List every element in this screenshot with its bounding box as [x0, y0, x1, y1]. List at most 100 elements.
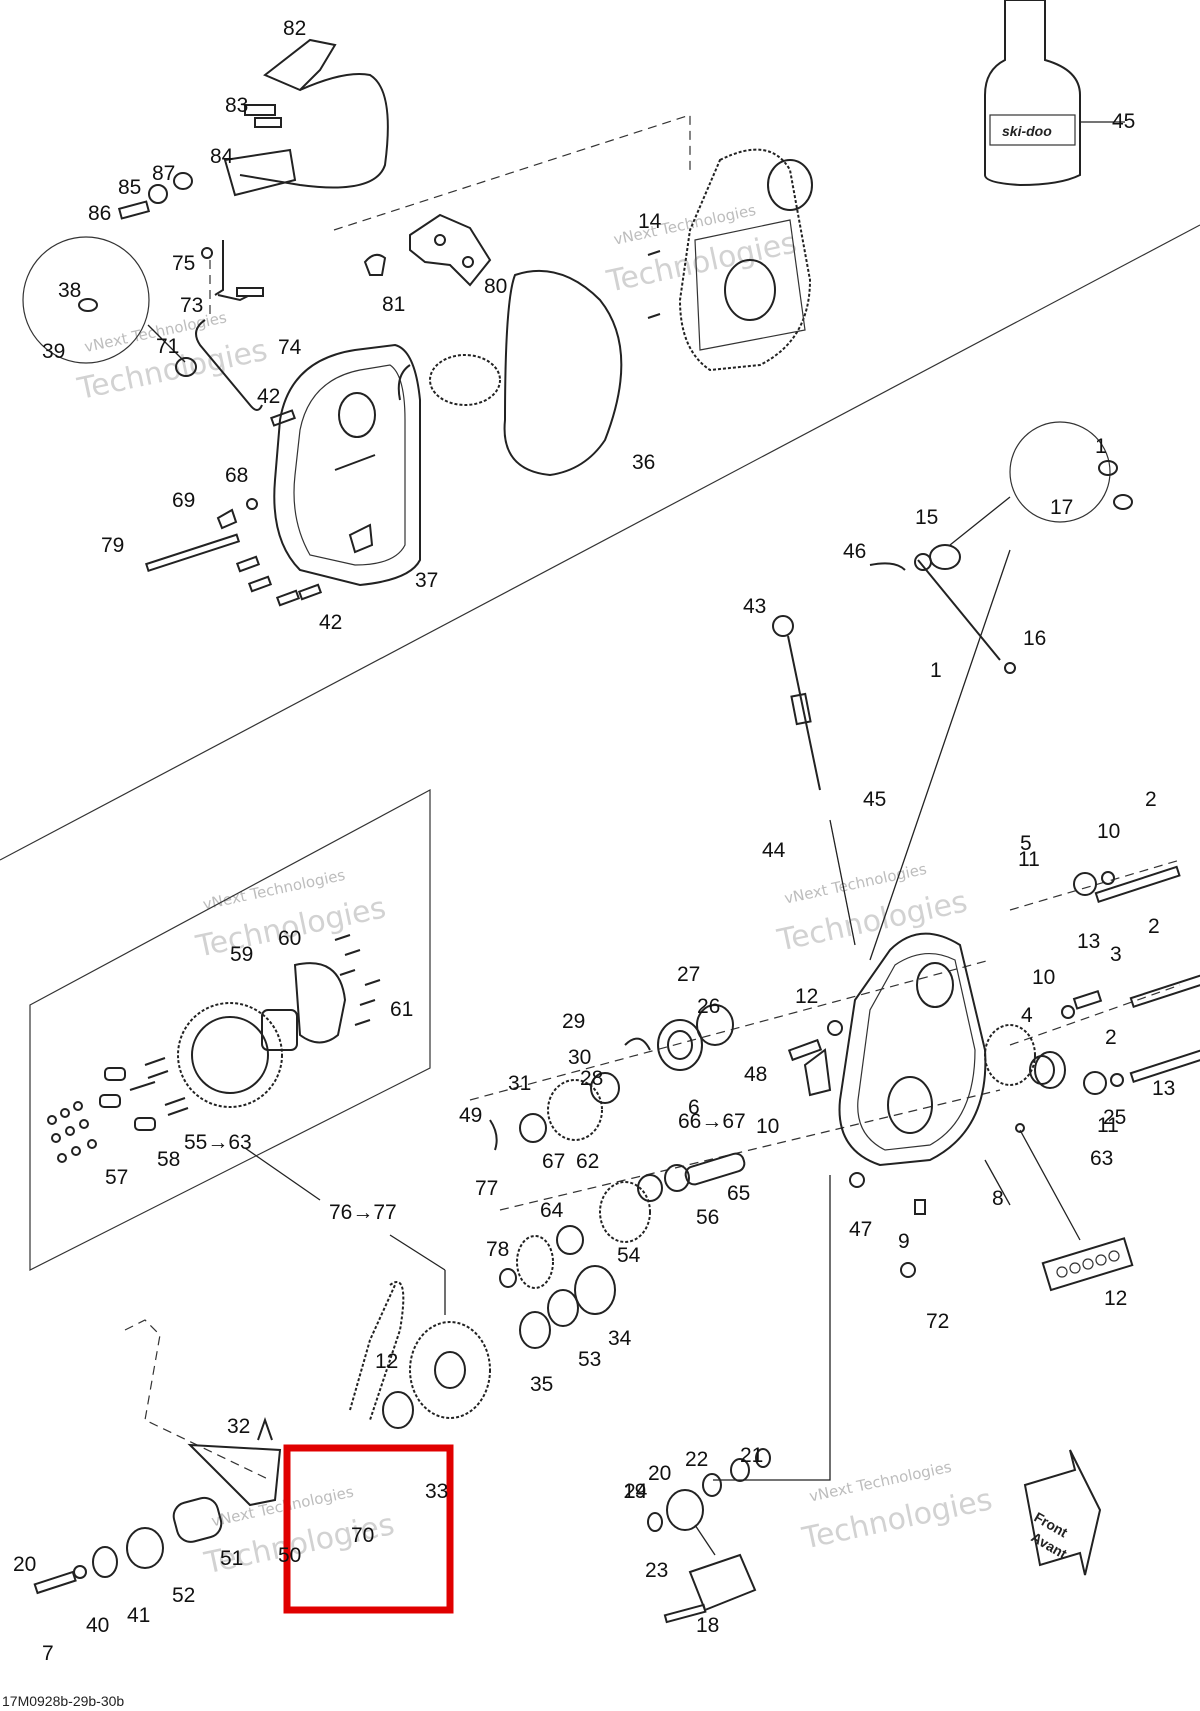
callout-number: 62: [576, 1150, 599, 1173]
callout-number: 42: [319, 611, 342, 634]
plug-part: [175, 357, 197, 377]
callout-leader: [389, 1234, 446, 1271]
callout-number: 34: [608, 1327, 632, 1350]
callout-number: 13: [1152, 1077, 1175, 1100]
callout-number: 79: [101, 534, 124, 557]
callout-number: 14: [638, 210, 662, 233]
callout-number: 46: [843, 540, 866, 563]
callout-number: 52: [172, 1584, 195, 1607]
callout-number: 72: [926, 1310, 949, 1333]
callout-number: 43: [743, 595, 766, 618]
callout-number: 17: [1050, 496, 1073, 519]
callout-number: 56: [696, 1206, 719, 1229]
callout-number: 33: [425, 1480, 448, 1503]
bolt-washer-set-part: [117, 172, 193, 220]
callout-number: 31: [508, 1072, 531, 1095]
callout-number: 78: [486, 1238, 509, 1261]
callout-number: 1: [1095, 435, 1107, 458]
callout-number: 63: [1090, 1147, 1113, 1170]
callout-number: 25: [1103, 1106, 1126, 1129]
callout-number: 67: [542, 1150, 565, 1173]
callout-number: 28: [580, 1067, 603, 1090]
callout-number: 50: [278, 1544, 301, 1567]
watermark-group: vNext Technologies Technologies vNext Te…: [74, 201, 996, 1582]
callout-number: 11: [1097, 1114, 1119, 1137]
callout-number: 70: [351, 1524, 374, 1547]
callout-number: 20: [648, 1462, 671, 1485]
assembly-guide-dashed: [469, 959, 991, 1101]
callout-number: 16: [1023, 627, 1046, 650]
callout-number: 47: [849, 1218, 872, 1241]
seal-rings-part: [1098, 460, 1133, 510]
callout-number: 71: [156, 335, 179, 358]
callout-number: 57: [105, 1166, 128, 1189]
callout-number: 81: [382, 293, 405, 316]
callout-number: 55→63: [184, 1131, 252, 1154]
callout-number: 75: [172, 252, 195, 275]
drawing-reference-code: 17M0928b-29b-30b: [2, 1693, 124, 1709]
callout-number: 11: [1018, 848, 1040, 871]
front-direction-arrow: Front Avant: [1023, 1449, 1102, 1576]
sprocket-kit-box: [29, 788, 431, 1271]
callout-number: 36: [632, 451, 655, 474]
callout-number: 3: [1110, 943, 1122, 966]
callout-number: 83: [225, 94, 248, 117]
callout-number: 48: [744, 1063, 767, 1086]
callout-number: 21: [740, 1444, 763, 1467]
assembly-guide-dashed: [1009, 984, 1181, 1046]
callout-number: 61: [390, 998, 413, 1021]
callout-number: 10: [1032, 966, 1055, 989]
callout-number: 60: [278, 927, 301, 950]
callout-number: 22: [685, 1448, 708, 1471]
callout-number: 27: [677, 963, 700, 986]
callout-number: 65: [727, 1182, 750, 1205]
assembly-guide-dashed: [333, 114, 691, 231]
callout-number: 69: [172, 489, 195, 512]
callout-number: 32: [227, 1415, 250, 1438]
callout-number: 39: [42, 340, 65, 363]
callout-number: 12: [375, 1350, 398, 1373]
callout-labels: 8283848587867573747138394269687937428180…: [13, 17, 1175, 1665]
brake-lever-part: [223, 38, 389, 197]
callout-number: 5: [1020, 832, 1032, 855]
callout-number: 64: [540, 1199, 564, 1222]
callout-number: 2: [1105, 1026, 1117, 1049]
callout-leader: [244, 1147, 321, 1201]
callout-number: 42: [257, 385, 280, 408]
callout-number: 9: [898, 1230, 910, 1253]
callout-number: 7: [42, 1642, 54, 1665]
callout-number: 87: [152, 162, 175, 185]
detail-circle: [22, 236, 150, 364]
section-divider-line: [0, 224, 1200, 861]
highlight-box: [283, 1444, 454, 1614]
callout-number: 84: [210, 145, 234, 168]
callout-number: 1: [930, 659, 942, 682]
callout-number: 82: [283, 17, 306, 40]
shift-shaft-part: [869, 544, 1016, 674]
callout-number: 23: [645, 1559, 668, 1582]
chaincase-housing-part: [678, 148, 813, 372]
callout-number: 45: [1112, 110, 1135, 133]
dowel-pin-part: [647, 313, 661, 319]
callout-number: 85: [118, 176, 141, 199]
callout-number: 49: [459, 1104, 482, 1127]
callout-number: 2: [1145, 788, 1157, 811]
callout-number: 13: [1077, 930, 1100, 953]
o-ring-part: [78, 298, 98, 312]
callout-number: 12: [1104, 1287, 1127, 1310]
chaincase-cover-part: [273, 343, 501, 587]
callout-number: 73: [180, 294, 203, 317]
callout-number: 74: [278, 336, 302, 359]
callout-number: 76→77: [329, 1201, 397, 1224]
callout-number: 20: [13, 1553, 36, 1576]
dowel-pin-part: [647, 250, 661, 256]
callout-number: 24: [624, 1480, 648, 1503]
callout-number: 51: [220, 1547, 243, 1570]
callout-number: 53: [578, 1348, 601, 1371]
callout-number: 2: [1148, 915, 1160, 938]
oil-bottle-part: ski-doo: [984, 0, 1081, 187]
linkage-rod-part: [195, 240, 264, 411]
callout-number: 86: [88, 202, 111, 225]
callout-number: 10: [756, 1115, 779, 1138]
